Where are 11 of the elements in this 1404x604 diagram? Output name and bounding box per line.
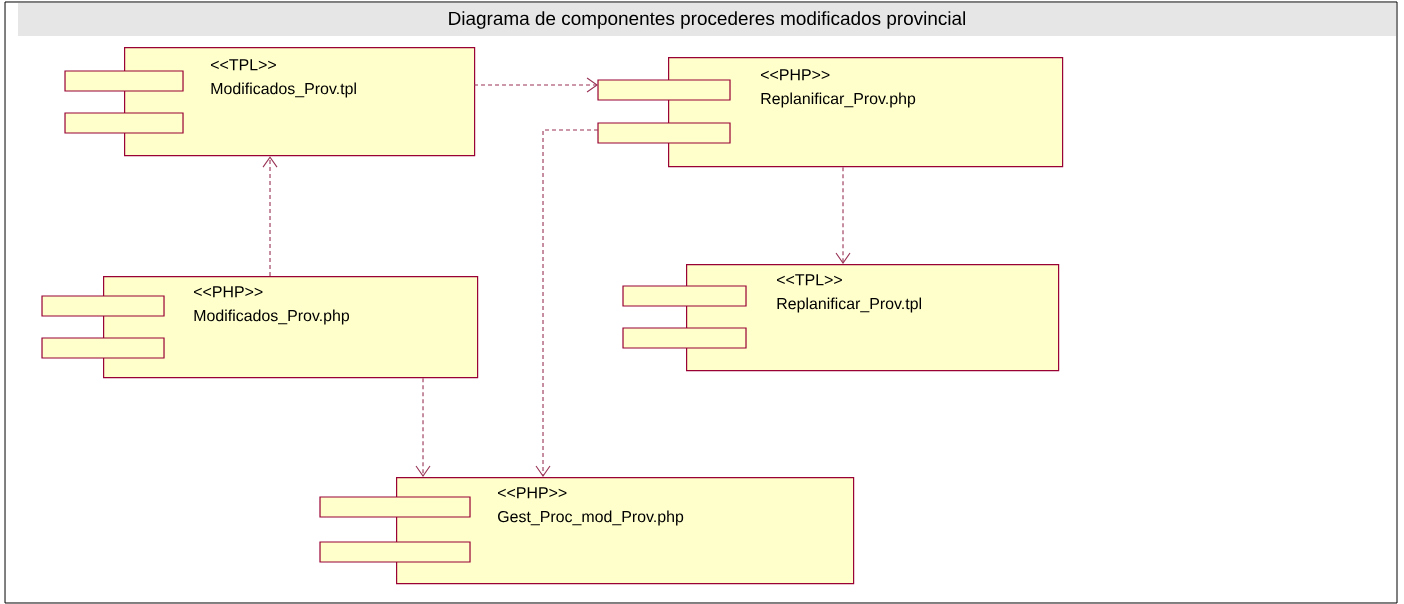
component-box: <<TPL>> Modificados_Prov.tpl: [64, 47, 476, 157]
dependency-arrow: [473, 77, 598, 93]
title-bar: Diagrama de componentes procederes modificados provincial: [18, 3, 1396, 36]
dependency-arrow: [835, 166, 851, 264]
component-box: <<PHP>> Replanificar_Prov.php: [597, 57, 1064, 168]
dependency-arrow: [415, 377, 431, 477]
component-box: <<TPL>> Replanificar_Prov.tpl: [622, 264, 1060, 372]
component-box: <<PHP>> Modificados_Prov.php: [41, 276, 479, 379]
dependency-arrow: [535, 129, 599, 477]
component-box: <<PHP>> Gest_Proc_mod_Prov.php: [319, 477, 855, 585]
dependency-arrow: [262, 156, 278, 277]
